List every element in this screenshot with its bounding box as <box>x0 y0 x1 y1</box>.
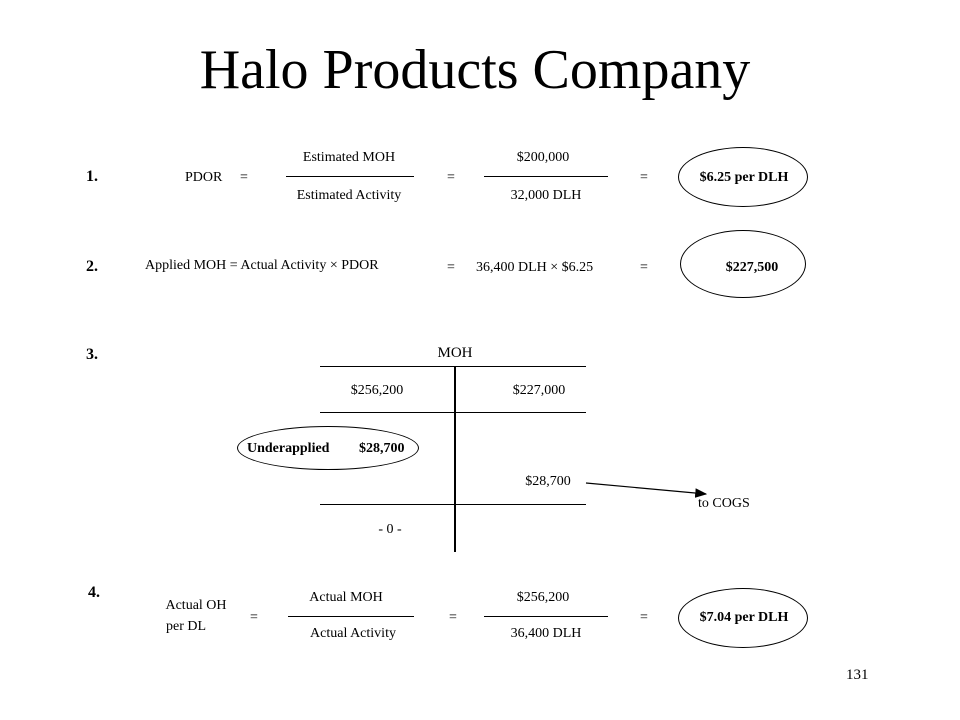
actual-oh-label-line2: per DL <box>165 619 207 634</box>
equals-sign: = <box>447 260 455 275</box>
t-account-title: MOH <box>437 345 473 361</box>
denominator-value: 36,400 DLH <box>510 626 582 641</box>
fraction-bar <box>286 176 414 177</box>
fraction-bar <box>484 616 608 617</box>
page-title: Halo Products Company <box>199 39 751 101</box>
denominator-value: 32,000 DLH <box>510 188 582 203</box>
result-oval <box>680 230 806 298</box>
equals-sign: = <box>640 260 648 275</box>
underapplied-value: $28,700 <box>359 441 405 456</box>
page-number: 131 <box>846 667 869 683</box>
equals-sign: = <box>250 610 258 625</box>
equals-sign: = <box>447 170 455 185</box>
credit-entry: $227,000 <box>512 383 566 398</box>
numerator-label: Estimated MOH <box>302 150 396 165</box>
result-oval <box>678 588 808 648</box>
actual-oh-label-line1: Actual OH <box>165 598 227 613</box>
result-oval <box>678 147 808 207</box>
t-account-divider <box>454 366 456 552</box>
applied-moh-result: $227,500 <box>725 260 779 275</box>
to-cogs-label: to COGS <box>698 496 750 511</box>
underapplied-oval <box>237 426 419 470</box>
equals-sign: = <box>240 170 248 185</box>
step-number-1: 1. <box>86 168 98 185</box>
equals-sign: = <box>640 610 648 625</box>
equals-sign: = <box>449 610 457 625</box>
denominator-label: Actual Activity <box>310 626 396 641</box>
numerator-value: $256,200 <box>516 590 570 605</box>
numerator-value: $200,000 <box>516 150 570 165</box>
ending-balance: - 0 - <box>378 522 402 537</box>
t-account-rule <box>320 412 586 413</box>
step-number-3: 3. <box>86 346 98 363</box>
pdor-result: $6.25 per DLH <box>699 170 789 185</box>
step-number-4: 4. <box>88 584 100 601</box>
actual-oh-result: $7.04 per DLH <box>699 610 789 625</box>
applied-moh-calculation: 36,400 DLH × $6.25 <box>476 260 594 275</box>
denominator-label: Estimated Activity <box>296 188 402 203</box>
fraction-bar <box>484 176 608 177</box>
equals-sign: = <box>640 170 648 185</box>
credit-entry: $28,700 <box>525 474 571 489</box>
fraction-bar <box>288 616 414 617</box>
pdor-label: PDOR <box>185 170 223 185</box>
debit-entry: $256,200 <box>350 383 404 398</box>
numerator-label: Actual MOH <box>309 590 383 605</box>
step-number-2: 2. <box>86 258 98 275</box>
underapplied-label: Underapplied <box>247 441 330 456</box>
applied-moh-formula: Applied MOH = Actual Activity × PDOR <box>145 258 379 273</box>
t-account-top-rule <box>320 366 586 367</box>
t-account-rule <box>320 504 586 505</box>
